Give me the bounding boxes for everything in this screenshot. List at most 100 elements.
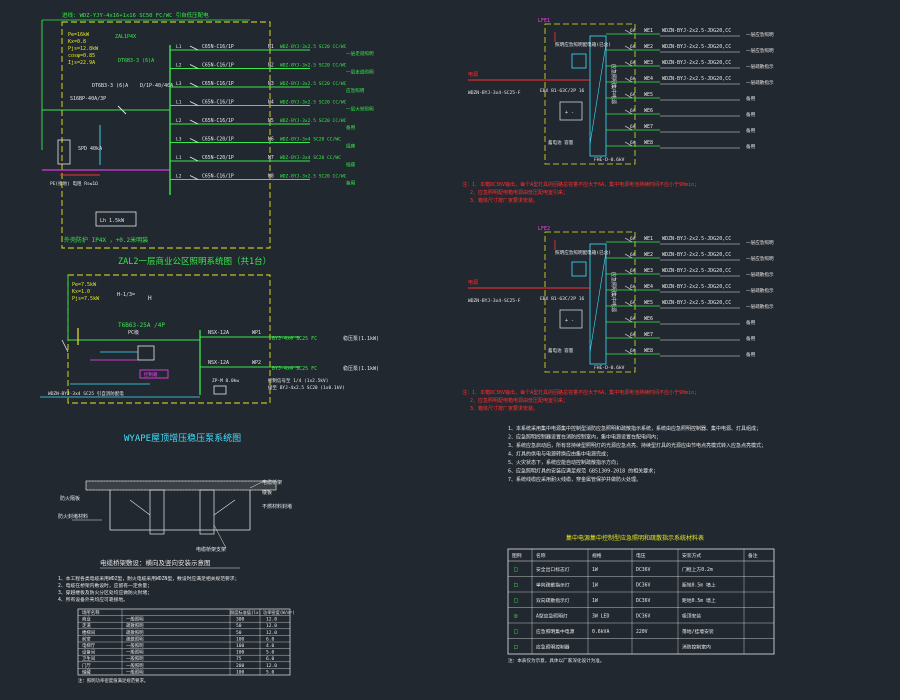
- circuit-id: WE7: [644, 124, 653, 130]
- table-header: 名称: [536, 552, 546, 559]
- table-cell: 电梯厅: [82, 642, 96, 649]
- circuit-cable: WDZN-BYJ-2x2.5-JDG20,CC: [662, 60, 731, 66]
- breaker-rating-text: D/1P-40/40A: [140, 83, 173, 89]
- power-unit: [589, 243, 607, 365]
- panel-a: 进线: WDZ-YJY-4x16+1x16 SC50 FC/WC 引自低压配电 …: [41, 11, 374, 267]
- table-cell: 落地/挂墙安装: [682, 628, 714, 635]
- panel-a-border: [61, 21, 271, 249]
- note-line: 3、系统应急启动后，所有非持续型照明灯的光源应急点亮、持续型灯具的光源应由节电点…: [508, 442, 766, 449]
- breaker-symbol: [189, 45, 199, 51]
- table-cell: 卫生间: [82, 655, 95, 662]
- circuit-load: 备用: [746, 111, 756, 118]
- breaker-rating: 6A: [630, 60, 636, 66]
- circuit-load: 一层应急照明: [746, 47, 774, 54]
- panel-a-params: Pe=16kW Kx=0.8 Pjs=12.8kW cosφ=0.85 Ijs=…: [68, 32, 99, 66]
- circuit-id: N2: [268, 63, 274, 69]
- panel-border: [544, 23, 636, 165]
- table-cell: 12.0: [266, 617, 277, 623]
- marker-text: H: [148, 295, 152, 302]
- table-cell: 5.0: [266, 669, 275, 675]
- circuit-cable: WDZ-BYJ-3x2.5 SC20 CC/WC: [280, 118, 347, 124]
- breaker-rating: 6A: [630, 108, 636, 114]
- breaker-symbol: [189, 138, 199, 143]
- controller-box: [139, 369, 169, 379]
- circuit-cable: BYJ-4x4 SC25 FC: [272, 336, 317, 342]
- table-cell: A型应急照明灯: [536, 613, 568, 620]
- ups-label: + -: [565, 318, 574, 324]
- note-line: 7、系统线缆应采用耐火线缆，穿金属管保护并做防火处理。: [508, 476, 641, 483]
- table-cell: 12.0: [266, 630, 277, 636]
- breaker-symbol: [189, 175, 199, 180]
- panel-a-protection: 外壳防护 IP4X ，+0.2米明装: [64, 236, 148, 244]
- panel-a-header: 进线: WDZ-YJY-4x16+1x16 SC50 FC/WC 引自低压配电: [62, 11, 209, 19]
- table-cell: DC36V: [636, 614, 651, 620]
- breaker-symbol: [189, 156, 199, 162]
- table-cell: 3W LED: [592, 614, 609, 620]
- circuit-load: 一层疏散指示: [746, 287, 774, 294]
- table-header: 场所名称: [82, 609, 100, 616]
- circuit-id: WE3: [644, 268, 653, 274]
- table-cell: 疏散照明: [126, 629, 144, 636]
- panel-tag: LFE1: [538, 18, 550, 24]
- table-cell: 5.0: [266, 650, 275, 656]
- param-text: cosφ=0.85: [68, 53, 95, 59]
- circuit-cable: BYJ-4x4 SC25 FC: [272, 366, 317, 372]
- table-cell: 双向疏散指示灯: [536, 597, 570, 604]
- table-cell: 100: [236, 636, 245, 642]
- breaker-symbol: [624, 301, 633, 307]
- breaker-symbol: [624, 141, 633, 147]
- param-text: Ijs=22.9A: [68, 60, 95, 66]
- circuit-cable: WDZ-BYJ-3x2.5 SC20 CC/WC: [280, 44, 347, 50]
- table-cell: 一般照明: [126, 649, 144, 656]
- right-notes: 1、本系统采用集中电源集中控制型消防应急照明和疏散指示系统，系统由应急照明控制器…: [508, 425, 766, 483]
- legend-symbol: □: [514, 628, 518, 635]
- circuit-cable: WDZ-BYJ-3x4 SC20 CC/WC: [280, 137, 341, 143]
- table-cell: 前室: [82, 635, 91, 642]
- circuit-id: N5: [268, 118, 274, 124]
- breaker-symbol: [624, 285, 633, 291]
- breaker-symbol: [189, 82, 199, 88]
- circuit-id: WP2: [252, 360, 261, 366]
- table-footer: 注：照明功率密度值满足规范要求。: [78, 677, 148, 684]
- vertical-label: 应急照明集中电源: [610, 272, 617, 312]
- circuit-id: N8: [268, 174, 274, 180]
- device-label: FHE-D-0.6kV: [594, 365, 625, 371]
- breaker-symbol: [624, 93, 633, 99]
- table-cell: DC36V: [636, 567, 651, 573]
- note-line: 2、应急照明配电箱电源由低压配电室引来；: [470, 189, 568, 196]
- breaker-rating: 6A: [630, 316, 636, 322]
- circuit-breaker: C65N-C16/1P: [202, 44, 234, 50]
- table-cell: 50: [236, 623, 242, 629]
- note-line: 1、本工程各类电缆采用WDZ型，耐火电缆采用WDZN型，敷设时应满足相关规范要求…: [58, 575, 239, 582]
- note-line: 2、电缆在桥架内敷设时，应留有一定余量；: [58, 582, 152, 589]
- note-line: 4、灯具的供电与电源转换应由集中电源完成；: [508, 451, 611, 458]
- circuit-id: N6: [268, 137, 274, 143]
- table-cell: DC36V: [636, 583, 651, 589]
- section-label: 防火隔板: [60, 495, 80, 502]
- phase-label: L1: [176, 44, 182, 50]
- circuit-load: 备用: [746, 351, 756, 358]
- table-cell: 75: [236, 656, 242, 662]
- table-cell: 1W: [592, 598, 598, 604]
- circuit-load: 插座: [346, 143, 356, 150]
- table-cell: 100: [236, 669, 245, 675]
- table-cell: 200: [236, 663, 245, 669]
- circuit-id: WE2: [644, 44, 653, 50]
- section-title: 电缆桥架敷设：横向及竖向安装示意图: [100, 558, 211, 567]
- table-cell: 消防控制室内: [682, 644, 711, 651]
- device-label: FHE-D-0.6kV: [594, 157, 625, 163]
- breaker-rating-text: PC级: [128, 329, 139, 336]
- breaker-rating: 6A: [630, 92, 636, 98]
- breaker-rating: 6A: [630, 348, 636, 354]
- circuit-id: WP1: [252, 330, 261, 336]
- table-cell: 应急照明集中电源: [536, 628, 575, 635]
- note-text: 接至 BYJ-4x2.5 SC20 (1x0.1kV): [268, 384, 345, 391]
- controller-box: [137, 345, 155, 361]
- circuit-id: WE6: [644, 108, 653, 114]
- vertical-label: 应急照明集中电源: [610, 64, 617, 104]
- note-line: 2、应急照明配电箱电源由低压配电室引来；: [470, 397, 568, 404]
- note-line: 3、穿越楼板及防火分区处均应做防火封堵；: [58, 589, 152, 596]
- ups-label: + -: [565, 110, 574, 116]
